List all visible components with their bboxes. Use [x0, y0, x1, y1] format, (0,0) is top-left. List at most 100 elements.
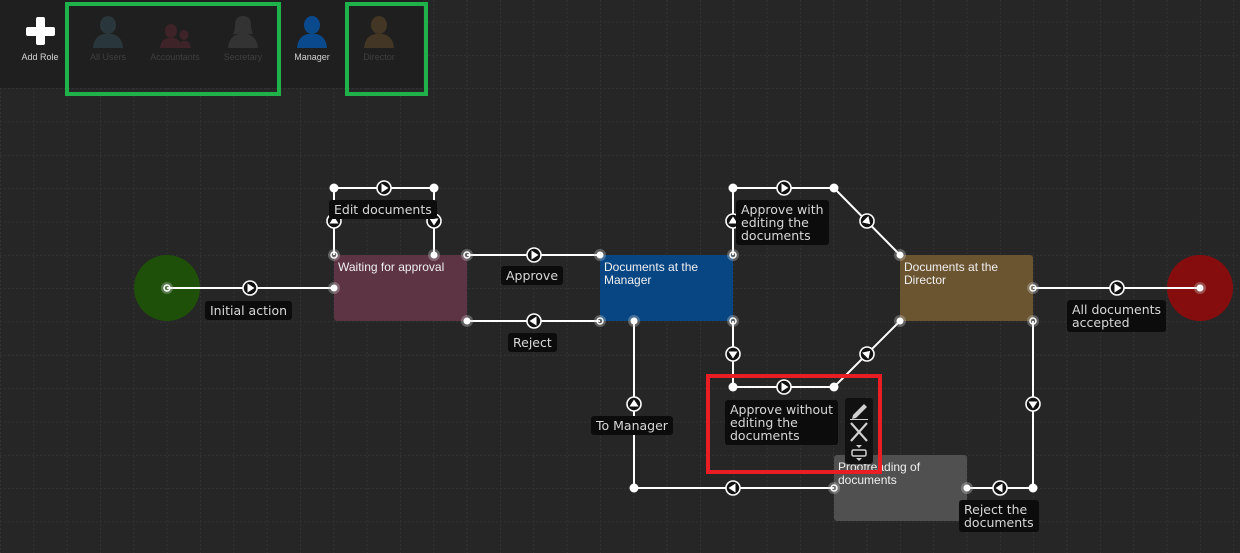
transition-label-to-manager[interactable]: To Manager: [591, 416, 673, 435]
transition-label-reject-the-documents[interactable]: Reject the documents: [959, 500, 1039, 532]
move-transition-button[interactable]: [847, 443, 871, 463]
port-dot: [830, 484, 838, 492]
port-dot: [963, 484, 971, 492]
direction-arrow-icon[interactable]: [1025, 396, 1041, 412]
edit-transition-button[interactable]: [847, 400, 871, 421]
transition-context-menu: [845, 398, 873, 464]
director-label: Director: [363, 52, 395, 62]
arrow-head: [429, 218, 439, 226]
port-dot: [430, 251, 438, 259]
port-halo: [594, 315, 606, 327]
port-halo: [461, 249, 473, 261]
port-halo: [161, 282, 173, 294]
port-halo: [328, 249, 340, 261]
port-dot: [1196, 284, 1204, 292]
port-dot: [729, 251, 737, 259]
role-all-users[interactable]: All Users: [78, 14, 138, 62]
port-dot: [596, 317, 604, 325]
direction-arrow-icon[interactable]: [242, 280, 258, 296]
arrow-head: [329, 216, 339, 224]
bend-point: [829, 183, 839, 193]
arrow-head: [728, 351, 738, 359]
transition-label-edit-documents[interactable]: Edit documents: [329, 200, 437, 219]
state-documents-at-manager[interactable]: Documents at the Manager: [600, 255, 733, 321]
roles-toolbar: Add Role All Users Accountants Secretary…: [0, 0, 423, 88]
arrow-head: [247, 283, 255, 293]
port-dot: [330, 284, 338, 292]
transition-label-initial-action[interactable]: Initial action: [205, 301, 293, 320]
direction-arrow-icon[interactable]: [776, 379, 792, 395]
role-accountants[interactable]: Accountants: [145, 14, 205, 62]
arrow-head: [862, 216, 871, 225]
transition-edit-documents: [333, 187, 435, 255]
user-icon: [93, 16, 123, 48]
port-dot: [163, 284, 171, 292]
transition-label-all-documents-accepted[interactable]: All documents accepted: [1067, 300, 1167, 332]
state-documents-at-director[interactable]: Documents at the Director: [900, 255, 1033, 321]
direction-arrow-icon[interactable]: [626, 396, 642, 412]
arrow-head: [781, 382, 789, 392]
role-director[interactable]: Director: [349, 14, 409, 62]
delete-transition-button[interactable]: [847, 422, 871, 442]
bend-point: [829, 382, 839, 392]
arrow-head: [1028, 401, 1038, 409]
bend-point: [728, 382, 738, 392]
accountants-label: Accountants: [150, 52, 200, 62]
port-halo: [828, 482, 840, 494]
pencil-icon: [850, 404, 868, 421]
direction-arrow-icon[interactable]: [376, 180, 392, 196]
bend-point: [329, 183, 339, 193]
state-label: Waiting for approval: [338, 260, 445, 274]
plus-icon: [26, 17, 55, 45]
port-dot: [729, 317, 737, 325]
direction-arrow-icon[interactable]: [526, 313, 542, 329]
port-dot: [1029, 284, 1037, 292]
transition-label-approve[interactable]: Approve: [501, 266, 564, 285]
add-role-label: Add Role: [21, 52, 59, 62]
direction-arrow-icon[interactable]: [725, 480, 741, 496]
bend-point: [429, 183, 439, 193]
highlight-box-selected-transition: [706, 374, 882, 474]
female-user-icon: [228, 16, 258, 48]
bend-point: [629, 483, 639, 493]
direction-arrow-icon[interactable]: [857, 344, 877, 364]
secretary-label: Secretary: [223, 52, 263, 62]
port-halo: [1027, 282, 1039, 294]
role-manager[interactable]: Manager: [282, 14, 342, 62]
port-dot: [463, 317, 471, 325]
highlight-box-inactive-roles: [65, 2, 281, 96]
transition-label-approve-with-editing[interactable]: Approve with editing the documents: [736, 200, 829, 245]
direction-arrow-icon[interactable]: [776, 180, 792, 196]
arrow-head: [629, 399, 639, 407]
transition-label-reject[interactable]: Reject: [508, 333, 557, 352]
arrow-head: [728, 483, 736, 493]
user-icon: [364, 16, 394, 48]
direction-arrow-icon[interactable]: [725, 346, 741, 362]
arrow-head: [995, 483, 1003, 493]
manager-label: Manager: [294, 52, 330, 62]
port-dot: [463, 251, 471, 259]
bend-point: [728, 183, 738, 193]
direction-arrow-icon[interactable]: [857, 211, 877, 231]
add-role-button[interactable]: Add Role: [10, 14, 70, 62]
all-users-label: All Users: [89, 52, 126, 62]
port-dot: [596, 251, 604, 259]
user-icon: [297, 16, 327, 48]
role-secretary[interactable]: Secretary: [213, 14, 273, 62]
arrow-head: [531, 250, 539, 260]
transition-label-approve-without-editing[interactable]: Approve without editing the documents: [725, 400, 838, 445]
state-waiting-for-approval[interactable]: Waiting for approval: [334, 255, 467, 321]
port-dot: [630, 317, 638, 325]
direction-arrow-icon[interactable]: [1109, 280, 1125, 296]
resize-icon: [851, 445, 867, 461]
arrow-head: [862, 350, 871, 359]
port-halo: [727, 249, 739, 261]
arrow-head: [781, 183, 789, 193]
direction-arrow-icon[interactable]: [992, 480, 1008, 496]
direction-arrow-icon[interactable]: [526, 247, 542, 263]
bend-point: [1028, 483, 1038, 493]
port-dot: [330, 251, 338, 259]
port-dot: [896, 251, 904, 259]
transition-reject-the-documents: [967, 321, 1034, 489]
users-group-icon: [160, 24, 191, 48]
